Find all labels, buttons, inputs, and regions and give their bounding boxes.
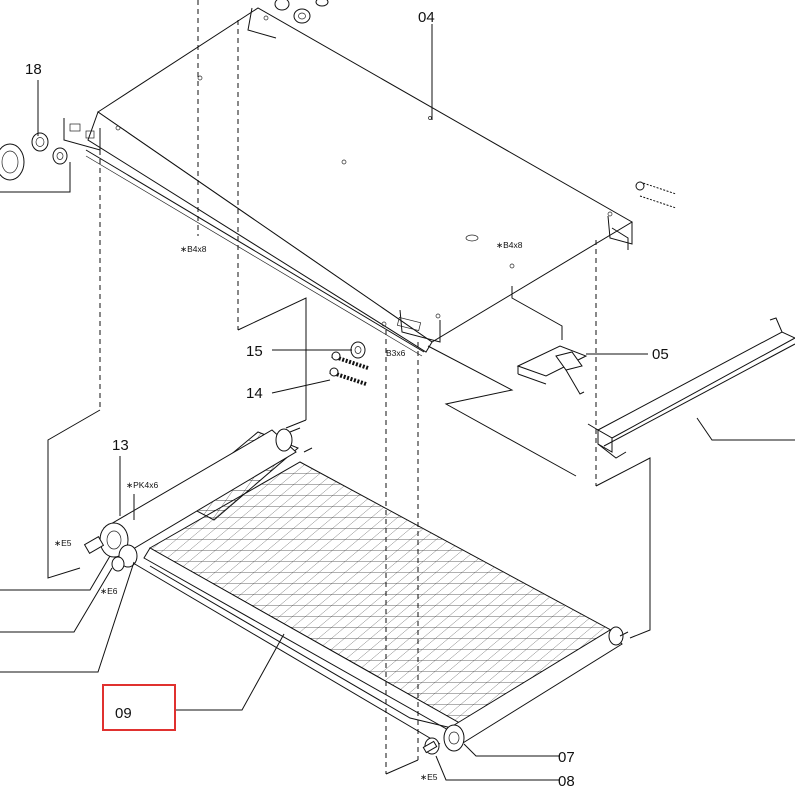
label-13: 13 xyxy=(112,437,129,454)
highlight-box-09[interactable] xyxy=(102,684,176,731)
screw-e6: ∗E6 xyxy=(100,586,118,596)
label-04: 04 xyxy=(418,9,435,26)
label-18: 18 xyxy=(25,61,42,78)
bushing-15 xyxy=(350,341,366,359)
screw-b4x8-left: ∗B4x8 xyxy=(180,244,207,254)
screw-e5-top: ∗E5 xyxy=(54,538,72,548)
screw-b3x6: B3x6 xyxy=(386,348,406,358)
springs-right xyxy=(635,181,677,209)
top-bushings xyxy=(274,0,329,24)
side-rail xyxy=(587,317,795,459)
gear-18 xyxy=(0,132,68,181)
label-15: 15 xyxy=(246,343,263,360)
screw-b4x8-right: ∗B4x8 xyxy=(496,240,523,250)
alignment-lines xyxy=(47,0,651,775)
bracket-05 xyxy=(516,345,588,395)
label-05: 05 xyxy=(652,346,669,363)
label-09[interactable]: 09 xyxy=(115,705,132,722)
springs-14 xyxy=(329,351,369,386)
label-08: 08 xyxy=(558,773,575,790)
roller-13 xyxy=(83,427,313,572)
roller-07 xyxy=(422,626,629,755)
top-plate-04 xyxy=(63,7,633,357)
leader-lines xyxy=(0,24,795,781)
screw-pk4x6: ∗PK4x6 xyxy=(126,480,158,490)
label-14: 14 xyxy=(246,385,263,402)
screw-e5-bottom: ∗E5 xyxy=(420,772,438,782)
label-07: 07 xyxy=(558,749,575,766)
